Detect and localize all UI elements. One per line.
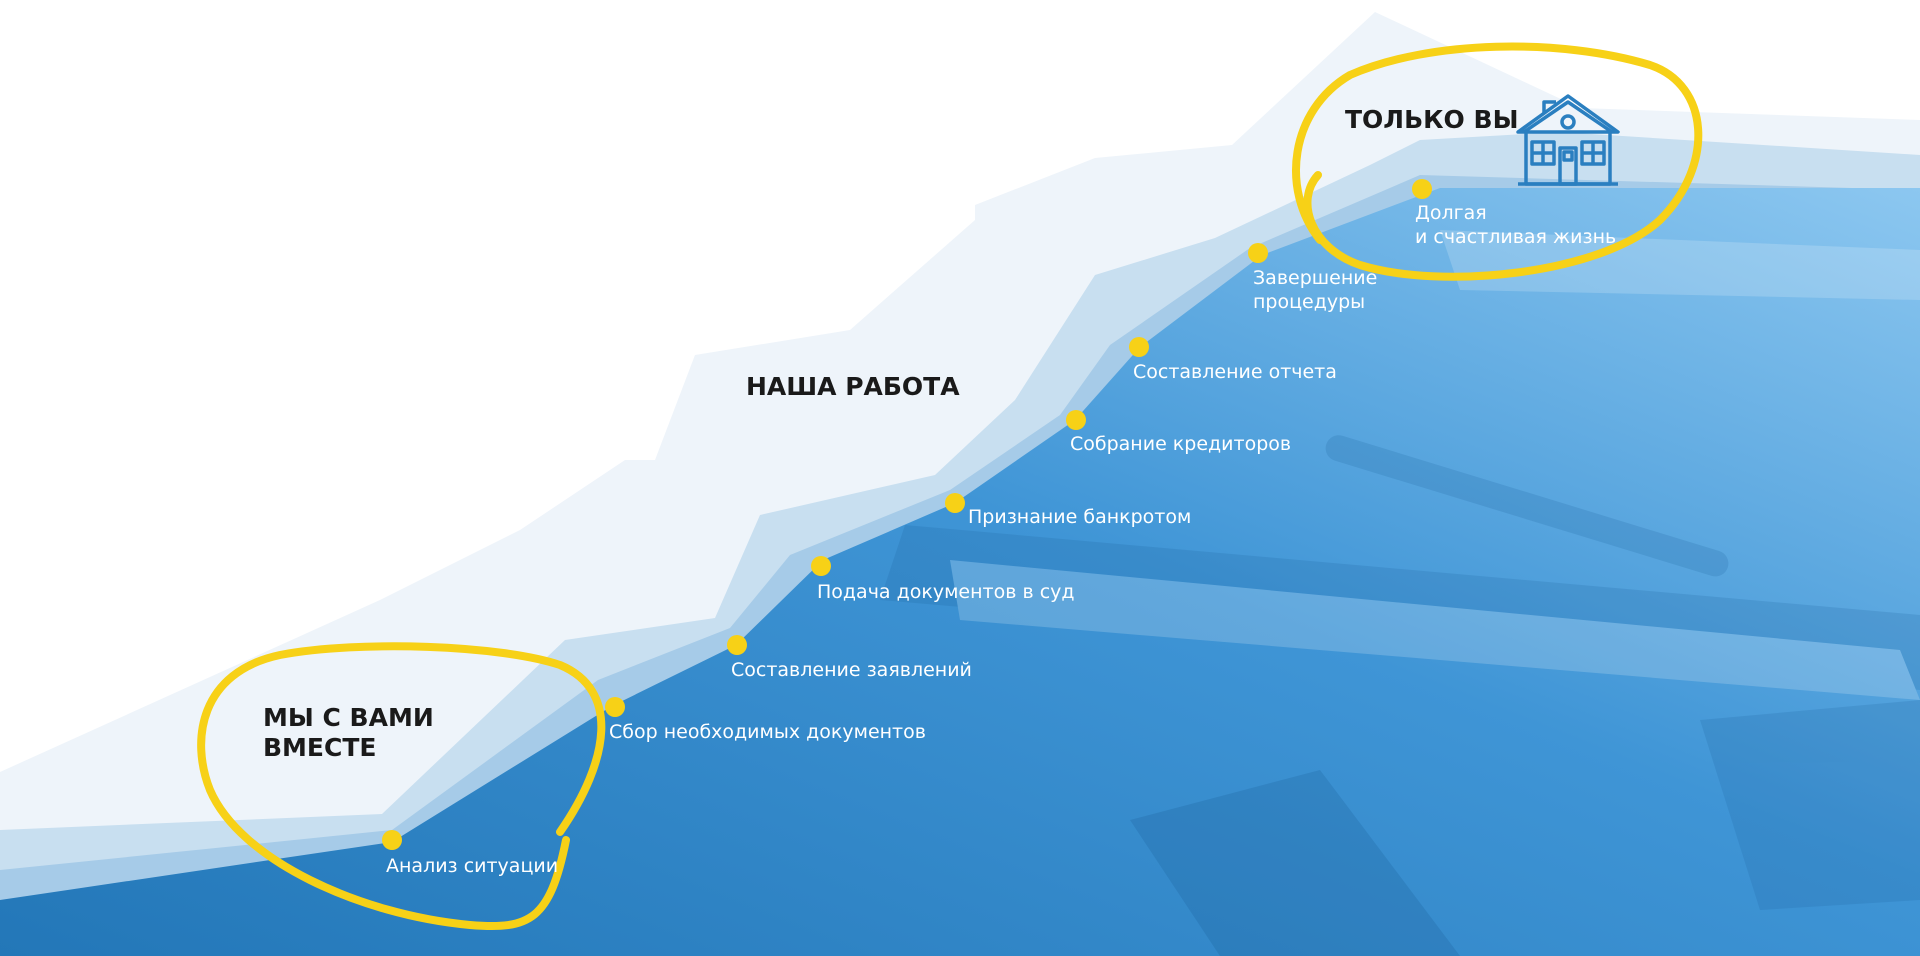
step-marker-1 bbox=[382, 830, 402, 850]
step-marker-2 bbox=[605, 697, 625, 717]
step-label-9-line-2: и счастливая жизнь bbox=[1415, 226, 1617, 248]
step-label-6: Собрание кредиторов bbox=[1070, 433, 1292, 455]
heading-end: ТОЛЬКО ВЫ bbox=[1345, 105, 1519, 134]
photo-details bbox=[880, 230, 1920, 956]
step-marker-8 bbox=[1248, 243, 1268, 263]
step-marker-7 bbox=[1129, 337, 1149, 357]
heading-start-line-1: МЫ С ВАМИ bbox=[263, 703, 434, 732]
step-marker-4 bbox=[811, 556, 831, 576]
step-label-8: Завершение процедуры bbox=[1253, 266, 1377, 314]
step-label-9-line-1: Долгая bbox=[1415, 202, 1487, 224]
heading-start-line-2: ВМЕСТЕ bbox=[263, 733, 377, 762]
step-marker-6 bbox=[1066, 410, 1086, 430]
step-marker-5 bbox=[945, 493, 965, 513]
photo-area bbox=[0, 188, 1920, 956]
step-label-5: Признание банкротом bbox=[968, 506, 1192, 528]
step-label-4: Подача документов в суд bbox=[817, 581, 1075, 603]
step-label-7: Составление отчета bbox=[1133, 361, 1337, 383]
step-label-9: Долгая и счастливая жизнь bbox=[1415, 201, 1616, 249]
step-label-3: Составление заявлений bbox=[731, 659, 972, 681]
step-marker-9 bbox=[1412, 179, 1432, 199]
house-icon bbox=[1516, 94, 1620, 186]
heading-middle: НАША РАБОТА bbox=[746, 372, 960, 401]
step-label-8-line-1: Завершение bbox=[1253, 267, 1378, 289]
end-highlight-circle bbox=[1292, 42, 1703, 281]
step-label-1: Анализ ситуации bbox=[386, 855, 559, 877]
start-highlight-circle bbox=[197, 642, 606, 931]
step-label-2: Сбор необходимых документов bbox=[609, 721, 926, 743]
heading-start: МЫ С ВАМИ ВМЕСТЕ bbox=[263, 703, 434, 763]
step-marker-3 bbox=[727, 635, 747, 655]
step-label-8-line-2: процедуры bbox=[1253, 291, 1366, 313]
